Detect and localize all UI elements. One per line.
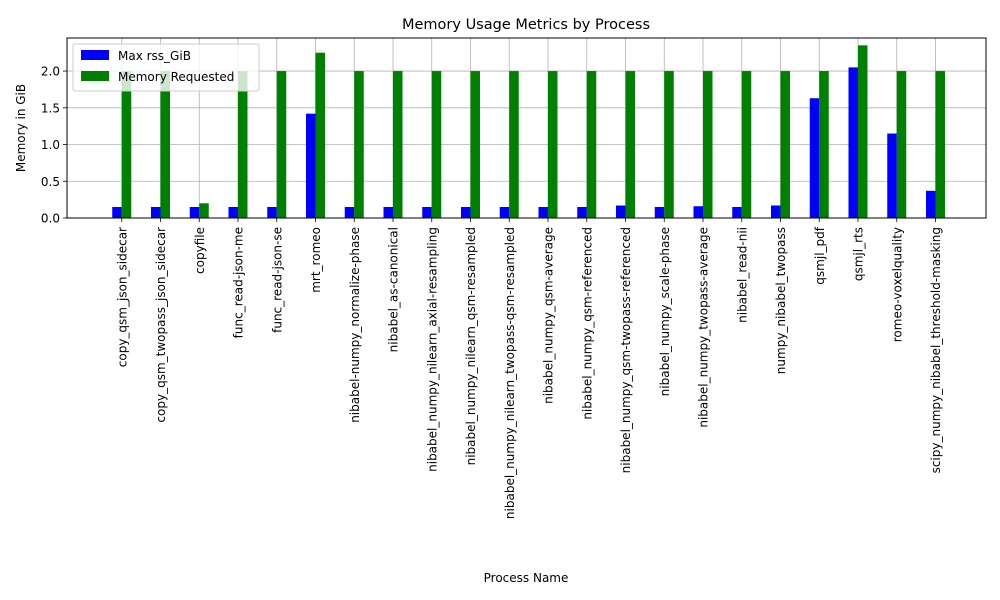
bar-max-rss [887, 133, 897, 218]
bar-memory-requested [160, 71, 170, 219]
x-tick-label: nibabel_numpy_nilearn_twopass-qsm-resamp… [503, 227, 517, 519]
bar-max-rss [771, 205, 781, 218]
x-tick-label: nibabel_as-canonical [387, 227, 401, 352]
bar-memory-requested [393, 71, 403, 219]
bar-max-rss [809, 98, 820, 218]
bar-memory-requested [431, 71, 442, 219]
bar-memory-requested [315, 52, 325, 218]
bar-memory-requested [858, 45, 868, 218]
y-tick-label: 0.0 [41, 212, 60, 226]
bar-memory-requested [470, 71, 480, 219]
bar-memory-requested [509, 71, 519, 219]
bar-memory-requested [703, 71, 713, 219]
legend-box [72, 43, 260, 92]
legend-swatch-max-rss [81, 50, 109, 60]
bar-memory-requested [121, 71, 132, 219]
legend: Max rss_GiB Memory Requested [72, 43, 260, 92]
x-tick-label: nibabel_numpy_qsm-twopass-referenced [619, 227, 633, 473]
x-tick-label: nibabel-numpy_normalize-phase [348, 227, 362, 423]
y-tick-label: 2.0 [41, 65, 60, 79]
bar-memory-requested [664, 71, 674, 219]
bar-memory-requested [741, 71, 752, 219]
legend-label-memory-requested: Memory Requested [118, 70, 234, 84]
bar-memory-requested [238, 71, 248, 219]
x-tick-label: nibabel_numpy_nilearn_axial-resampling [425, 227, 439, 472]
bar-max-rss [189, 206, 200, 218]
x-tick-label: func_read-json-me [232, 227, 246, 338]
bar-memory-requested [276, 71, 287, 219]
y-tick-label: 1.0 [41, 138, 60, 152]
bar-max-rss [344, 206, 355, 218]
bar-memory-requested [199, 203, 209, 218]
bar-memory-requested [896, 71, 907, 219]
bar-memory-requested [819, 71, 829, 219]
bar-max-rss [383, 206, 393, 218]
y-axis-label: Memory in GiB [14, 84, 28, 172]
bar-max-rss [848, 67, 858, 218]
chart-title: Memory Usage Metrics by Process [402, 17, 650, 33]
bar-memory-requested [548, 71, 558, 219]
bar-memory-requested [625, 71, 635, 219]
x-tick-label: romeo-voxelquality [890, 227, 904, 342]
x-tick-label: nibabel_numpy_scale-phase [658, 227, 672, 396]
bar-max-rss [151, 206, 161, 218]
bar-max-rss [616, 205, 626, 218]
plot-frame [66, 37, 987, 219]
bar-max-rss [654, 206, 665, 218]
x-tick-label: nibabel_numpy_qsm-average [542, 227, 556, 404]
bar-memory-requested [935, 71, 945, 219]
bar-max-rss [732, 206, 742, 218]
x-axis-label: Process Name [484, 571, 569, 585]
bar-max-rss [926, 190, 936, 218]
x-axis-ticks: copy_qsm_json_sidecar copy_qsm_twopass_js… [115, 218, 943, 519]
legend-label-max-rss: Max rss_GiB [118, 49, 191, 63]
y-tick-label: 0.5 [41, 175, 60, 189]
bar-max-rss [112, 206, 122, 218]
x-tick-label: numpy_nibabel_twopass [774, 227, 788, 374]
bar-memory-requested [586, 71, 597, 219]
bar-memory-requested [354, 71, 364, 219]
bars-layer [112, 45, 945, 219]
x-tick-label: copy_qsm_twopass_json_sidecar [154, 227, 168, 423]
bar-max-rss [228, 206, 238, 218]
x-tick-label: qsmjl_pdf [813, 226, 827, 284]
x-tick-label: nibabel_numpy_twopass-average [697, 227, 711, 428]
bar-max-rss [538, 206, 548, 218]
bar-max-rss [422, 206, 432, 218]
bar-max-rss [693, 206, 703, 218]
x-tick-label: mrt_romeo [309, 227, 323, 293]
x-tick-label: copy_qsm_json_sidecar [115, 227, 129, 367]
x-tick-label: copyfile [193, 227, 207, 274]
bar-max-rss [461, 206, 471, 218]
x-tick-label: nibabel_read-nii [735, 227, 749, 323]
bar-memory-requested [780, 71, 790, 219]
bar-max-rss [306, 113, 316, 218]
bar-max-rss [499, 206, 510, 218]
bar-max-rss [267, 206, 277, 218]
y-tick-label: 1.5 [41, 101, 60, 115]
bar-max-rss [577, 206, 587, 218]
x-tick-label: qsmjl_rts [852, 227, 866, 281]
y-axis-ticks: 0.0 0.5 1.0 1.5 2.0 [41, 65, 67, 226]
x-tick-label: nibabel_numpy_qsm-referenced [580, 227, 594, 420]
x-tick-label: func_read-json-se [270, 227, 284, 333]
x-tick-label: scipy_numpy_nibabel_threshold-masking [929, 227, 943, 473]
x-tick-label: nibabel_numpy_nilearn_qsm-resampled [464, 227, 478, 465]
legend-swatch-memory-requested [81, 71, 109, 81]
